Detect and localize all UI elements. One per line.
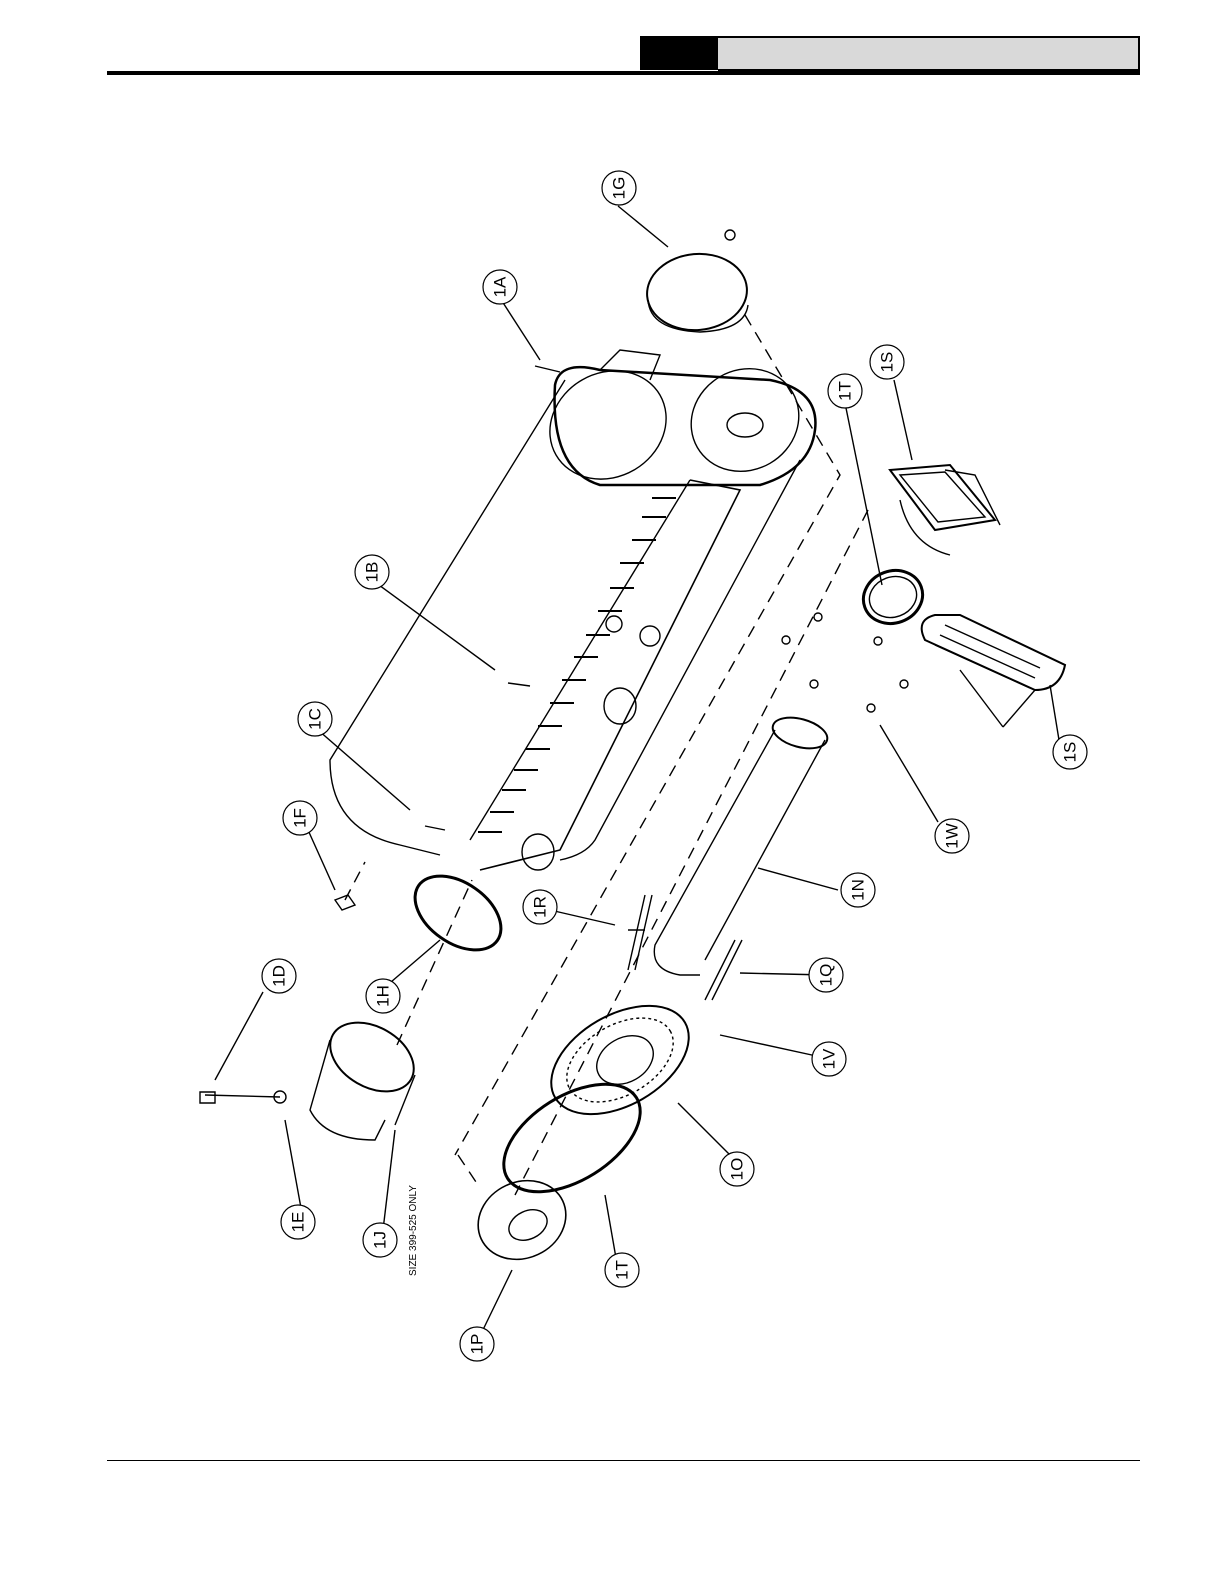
callout-1P: 1P [460, 1327, 494, 1361]
callout-1D: 1D [262, 959, 296, 993]
callout-1A: 1A [483, 270, 517, 304]
gasket-ring-1H [401, 861, 514, 965]
callout-1O: 1O [720, 1152, 754, 1186]
assembly-lines [345, 315, 868, 1195]
fitting-1B [508, 683, 530, 686]
svg-text:1H: 1H [374, 985, 393, 1007]
svg-text:1D: 1D [270, 965, 289, 987]
plate-1P [465, 1167, 579, 1274]
flue-adapter-1S-top [890, 465, 1000, 555]
svg-text:1B: 1B [363, 562, 382, 583]
fitting-1F [335, 895, 355, 910]
svg-text:1S: 1S [1061, 742, 1080, 763]
svg-text:1Q: 1Q [817, 964, 836, 987]
leader-lines [215, 206, 1059, 1338]
fitting-1A [535, 366, 560, 372]
callout-1T-bottom: 1T [605, 1253, 639, 1287]
adapter-1J [310, 1009, 426, 1140]
svg-text:1J: 1J [371, 1231, 390, 1249]
svg-text:1T: 1T [613, 1260, 632, 1280]
svg-text:1G: 1G [610, 177, 629, 200]
callout-1N: 1N [841, 873, 875, 907]
callout-1J: 1J [363, 1223, 397, 1257]
svg-text:1W: 1W [943, 823, 962, 849]
callout-1B: 1B [355, 555, 389, 589]
svg-text:1C: 1C [306, 708, 325, 730]
callout-1G: 1G [602, 171, 636, 205]
fitting-1C [425, 826, 445, 830]
gasket-1T-top [856, 562, 930, 631]
svg-text:1A: 1A [491, 276, 510, 297]
svg-text:1T: 1T [836, 381, 855, 401]
callout-1H: 1H [366, 979, 400, 1013]
cover-plate-1G [644, 230, 750, 334]
svg-text:1R: 1R [531, 896, 550, 918]
svg-text:1F: 1F [291, 808, 310, 828]
callout-1E: 1E [281, 1205, 315, 1239]
callout-1Q: 1Q [809, 958, 843, 992]
flue-collector-1S [922, 615, 1065, 690]
svg-text:1P: 1P [468, 1334, 487, 1355]
nuts-1W [782, 613, 908, 712]
callout-1T-top: 1T [828, 374, 862, 408]
svg-text:1E: 1E [289, 1212, 308, 1233]
burner-tube-1N [654, 712, 830, 975]
igniter-1R [628, 895, 652, 970]
svg-text:1N: 1N [849, 879, 868, 901]
svg-text:1O: 1O [728, 1158, 747, 1181]
probe-1D-1E [200, 1091, 286, 1103]
callout-1F: 1F [283, 801, 317, 835]
burner-door-1O [533, 984, 708, 1137]
callout-1R: 1R [523, 890, 557, 924]
svg-text:1S: 1S [878, 352, 897, 373]
callout-1W: 1W [935, 819, 969, 853]
callout-1S-bottom: 1S [1053, 735, 1087, 769]
size-note: SIZE 399-525 ONLY [408, 1185, 419, 1276]
callout-1S-top: 1S [870, 345, 904, 379]
callout-1V: 1V [812, 1042, 846, 1076]
svg-text:1V: 1V [820, 1048, 839, 1069]
callout-1C: 1C [298, 702, 332, 736]
heat-exchanger-body [330, 349, 818, 870]
